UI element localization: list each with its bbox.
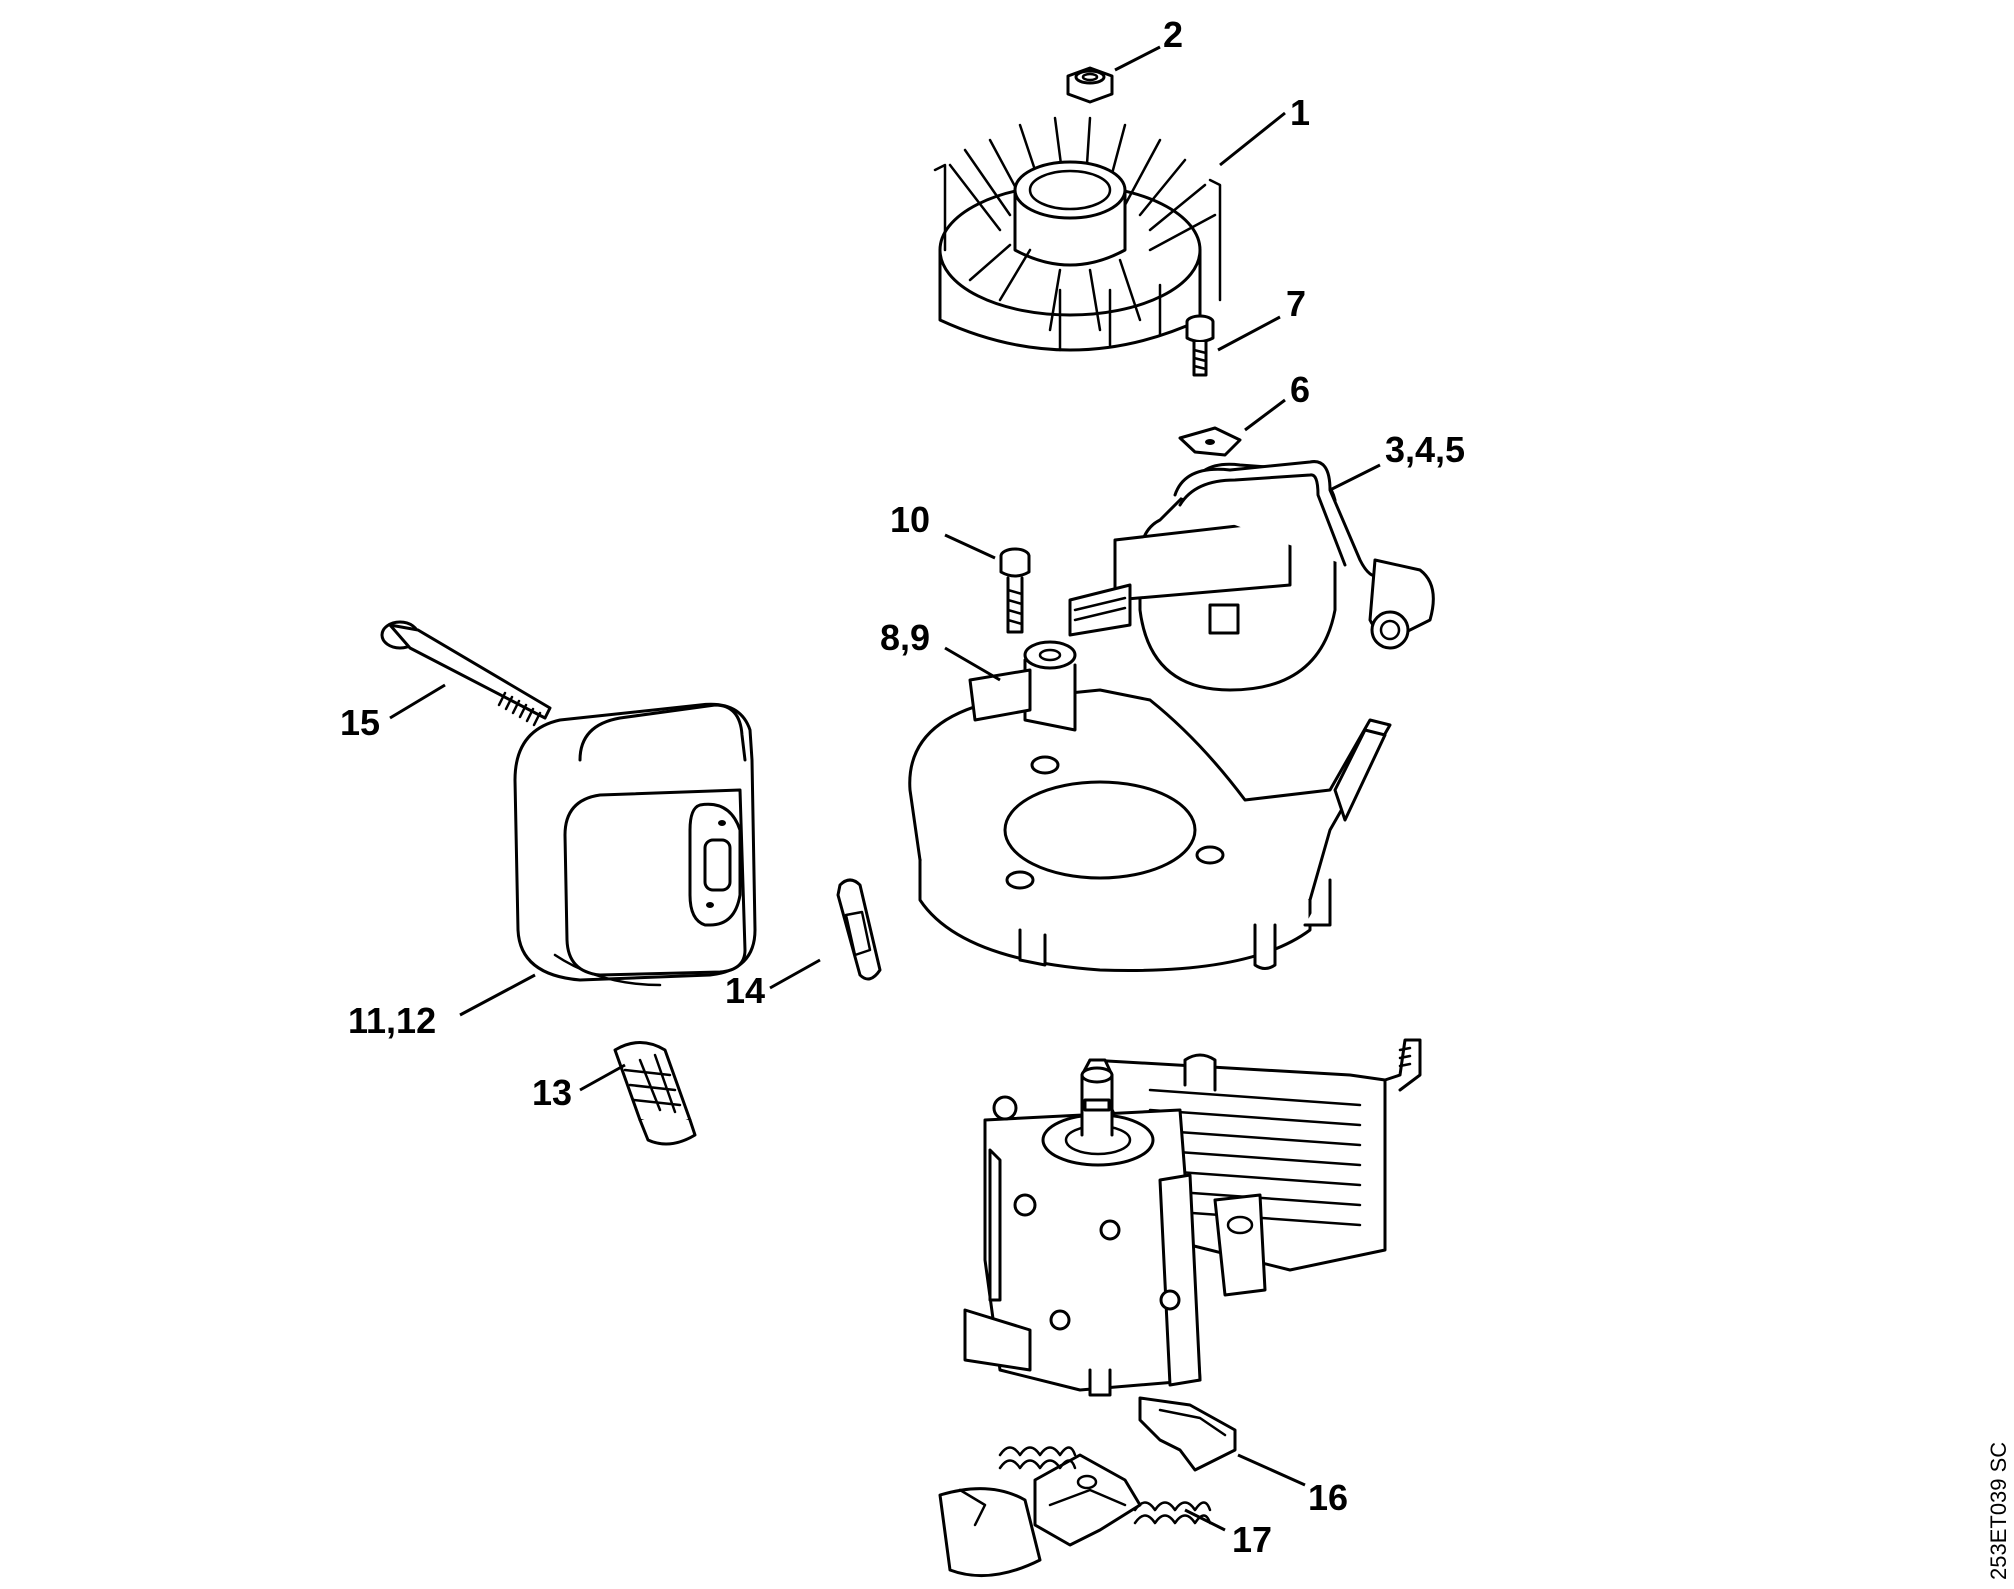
leader-6 — [1244, 398, 1286, 432]
leader-7 — [1217, 315, 1281, 352]
callout-15: 15 — [340, 702, 380, 743]
callout-3-4-5: 3,4,5 — [1385, 429, 1465, 470]
part-13-screen — [613, 1041, 697, 1146]
callout-14: 14 — [725, 970, 765, 1011]
callout-16: 16 — [1308, 1477, 1348, 1518]
callout-10: 10 — [890, 499, 930, 540]
part-10-screw — [999, 547, 1031, 634]
leader-2 — [1114, 45, 1161, 72]
callout-8-9: 8,9 — [880, 617, 930, 658]
callout-2: 2 — [1163, 14, 1183, 55]
callout-17: 17 — [1232, 1519, 1272, 1560]
part-1-flywheel — [933, 116, 1222, 352]
callout-1: 1 — [1290, 92, 1310, 133]
callout-11-12: 11,12 — [348, 1000, 436, 1041]
leader-345 — [1329, 463, 1381, 492]
leader-10 — [944, 533, 996, 560]
part-11-12-muffler — [513, 702, 757, 987]
part-8-9-fan-housing — [908, 640, 1392, 972]
leader-13 — [579, 1063, 626, 1092]
leader-17 — [1184, 1508, 1226, 1532]
part-16-clutch-carrier — [938, 1396, 1237, 1578]
leader-14 — [769, 958, 821, 990]
part-7-screw — [1185, 314, 1215, 377]
leader-1112 — [459, 973, 536, 1017]
reference-code: 253ET039 SC — [1986, 1442, 2011, 1580]
engine-block — [963, 1038, 1422, 1397]
callout-7: 7 — [1286, 283, 1306, 324]
part-14-gasket — [836, 878, 882, 981]
part-2-nut — [1066, 66, 1114, 104]
part-15-bolt — [380, 620, 552, 727]
callout-6: 6 — [1290, 369, 1310, 410]
callout-13: 13 — [532, 1072, 572, 1113]
leader-16 — [1237, 1453, 1306, 1487]
leader-15 — [389, 683, 446, 720]
part-6-plate — [1178, 426, 1242, 457]
leader-1 — [1219, 111, 1286, 167]
leader-89 — [944, 646, 1001, 682]
part-3-4-5-ignition-module — [1068, 460, 1435, 692]
